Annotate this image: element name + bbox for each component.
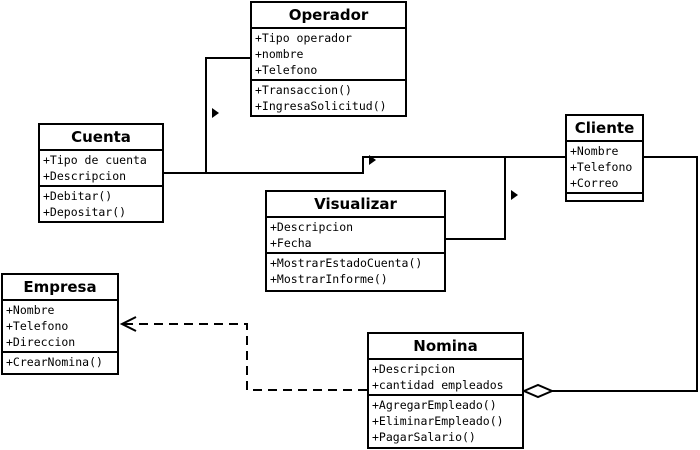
direction-arrow-icon xyxy=(212,108,219,118)
attributes-section: +Descripcion +cantidad empleados xyxy=(369,360,522,394)
attribute: +Telefono xyxy=(6,319,69,333)
attributes-section: +Nombre +Telefono +Direccion xyxy=(3,301,117,351)
class-visualizar: Visualizar +Descripcion +Fecha +MostrarE… xyxy=(265,190,446,292)
attribute: +Descripcion xyxy=(372,362,456,376)
class-name: Cuenta xyxy=(40,125,162,151)
class-cuenta: Cuenta +Tipo de cuenta +Descripcion +Deb… xyxy=(38,123,164,223)
attribute: +Descripcion xyxy=(270,220,354,234)
method: +AgregarEmpleado() xyxy=(372,398,497,412)
methods-section: +Debitar() +Depositar() xyxy=(40,185,162,221)
attribute: +nombre xyxy=(255,47,304,61)
association-cuenta-operador xyxy=(164,57,250,174)
class-name: Cliente xyxy=(567,116,642,142)
attribute: +Direccion xyxy=(6,335,76,349)
association-cuenta-cliente xyxy=(164,156,565,174)
methods-section: +AgregarEmpleado() +EliminarEmpleado() +… xyxy=(369,394,522,446)
method: +MostrarInforme() xyxy=(270,272,388,286)
association-visualizar-cliente xyxy=(446,157,506,240)
aggregation-diamond-icon xyxy=(521,383,555,399)
class-name: Operador xyxy=(252,3,405,29)
attribute: +Nombre xyxy=(6,303,55,317)
direction-arrow-icon xyxy=(369,155,376,165)
method: +PagarSalario() xyxy=(372,430,476,444)
attribute: +Telefono xyxy=(570,160,633,174)
method: +Depositar() xyxy=(43,205,127,219)
attribute: +Fecha xyxy=(270,236,312,250)
dependency-nomina-empresa xyxy=(124,323,367,391)
class-operador: Operador +Tipo operador +nombre +Telefon… xyxy=(250,1,407,117)
attribute: +Descripcion xyxy=(43,169,127,183)
aggregation-cliente-nomina xyxy=(552,156,698,392)
attribute: +Telefono xyxy=(255,63,318,77)
method: +CrearNomina() xyxy=(6,355,103,369)
class-name: Nomina xyxy=(369,334,522,360)
methods-section: +Transaccion() +IngresaSolicitud() xyxy=(252,79,405,115)
direction-arrow-icon xyxy=(511,190,518,200)
methods-section xyxy=(567,192,642,200)
class-cliente: Cliente +Nombre +Telefono +Correo xyxy=(565,114,644,202)
attribute: +Nombre xyxy=(570,144,619,158)
method: +Debitar() xyxy=(43,189,113,203)
class-nomina: Nomina +Descripcion +cantidad empleados … xyxy=(367,332,524,449)
attributes-section: +Descripcion +Fecha xyxy=(267,218,444,252)
attributes-section: +Nombre +Telefono +Correo xyxy=(567,142,642,192)
attributes-section: +Tipo operador +nombre +Telefono xyxy=(252,29,405,79)
attribute: +Tipo operador xyxy=(255,31,352,45)
attribute: +Correo xyxy=(570,176,619,190)
methods-section: +CrearNomina() xyxy=(3,351,117,371)
method: +Transaccion() xyxy=(255,83,352,97)
open-arrowhead-icon xyxy=(119,316,137,332)
attribute: +Tipo de cuenta xyxy=(43,153,147,167)
class-name: Empresa xyxy=(3,275,117,301)
class-name: Visualizar xyxy=(267,192,444,218)
attribute: +cantidad empleados xyxy=(372,378,504,392)
method: +MostrarEstadoCuenta() xyxy=(270,256,423,270)
methods-section: +MostrarEstadoCuenta() +MostrarInforme() xyxy=(267,252,444,288)
attributes-section: +Tipo de cuenta +Descripcion xyxy=(40,151,162,185)
method: +EliminarEmpleado() xyxy=(372,414,504,428)
method: +IngresaSolicitud() xyxy=(255,99,387,113)
class-empresa: Empresa +Nombre +Telefono +Direccion +Cr… xyxy=(1,273,119,375)
